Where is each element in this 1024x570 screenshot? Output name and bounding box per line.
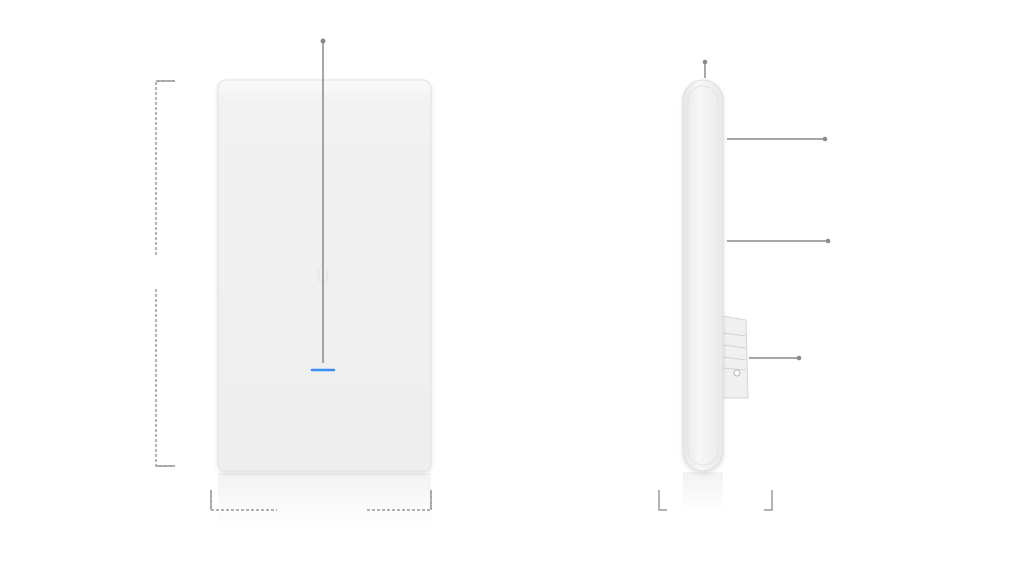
side-device-body [682, 79, 724, 472]
height-dimension [155, 80, 175, 467]
front-reflection [218, 473, 431, 528]
callout-middle [727, 238, 831, 244]
side-view [658, 59, 831, 512]
depth-dimension [658, 490, 773, 511]
callout-led [320, 38, 326, 363]
mount-hole-icon [733, 369, 741, 377]
mount-bracket [721, 315, 749, 399]
callout-bracket [749, 355, 802, 361]
width-dimension [210, 490, 432, 511]
callout-upper [727, 136, 828, 142]
side-device-seam [687, 85, 719, 466]
callout-top [702, 59, 708, 78]
side-reflection [683, 472, 723, 512]
front-device-body [217, 79, 432, 472]
front-view: U [155, 38, 432, 528]
